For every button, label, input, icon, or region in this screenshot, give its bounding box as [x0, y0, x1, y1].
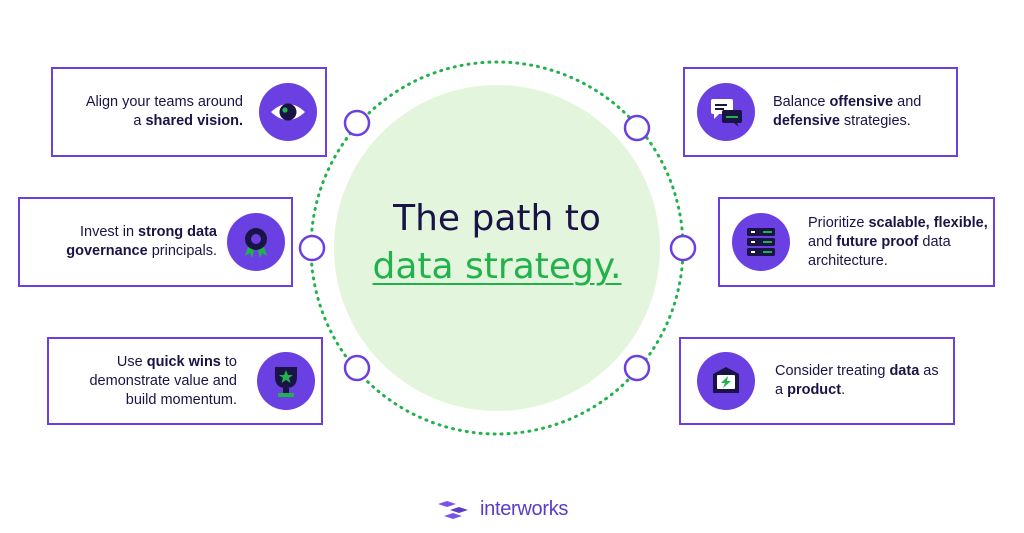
- card-data-as-product: Consider treating data as a product.: [679, 337, 955, 425]
- title-line-2: data strategy.: [372, 246, 622, 287]
- card-text: Consider treating data as a product.: [775, 363, 939, 398]
- card-quick-wins: Use quick wins to demonstrate value and …: [47, 337, 323, 425]
- interworks-logo: interworks: [438, 498, 568, 521]
- trophy-icon: [257, 352, 315, 410]
- diagram-title: The path to data strategy.: [332, 196, 662, 292]
- card-text: Prioritize scalable, flexible, and futur…: [808, 214, 988, 269]
- node-top-right: [623, 114, 651, 142]
- award-ribbon-icon: [227, 213, 285, 271]
- card-text: Align your teams around a shared vision.: [85, 94, 243, 129]
- node-mid-left: [298, 234, 326, 262]
- node-bottom-left: [343, 354, 371, 382]
- node-top-left: [343, 109, 371, 137]
- server-stack-icon: [732, 213, 790, 271]
- eye-icon: [259, 83, 317, 141]
- node-mid-right: [669, 234, 697, 262]
- interworks-logo-mark: [438, 500, 468, 519]
- chat-bubbles-icon: [697, 83, 755, 141]
- title-line-1: The path to: [393, 198, 601, 239]
- lightning-box-icon: [697, 352, 755, 410]
- card-balance-strategies: Balance offensive and defensive strategi…: [683, 67, 958, 157]
- node-bottom-right: [623, 354, 651, 382]
- card-text: Balance offensive and defensive strategi…: [773, 94, 922, 129]
- card-scalable-architecture: Prioritize scalable, flexible, and futur…: [718, 197, 995, 287]
- card-shared-vision: Align your teams around a shared vision.: [51, 67, 327, 157]
- card-text: Invest in strong data governance princip…: [66, 224, 217, 259]
- card-text: Use quick wins to demonstrate value and …: [89, 353, 237, 408]
- card-data-governance: Invest in strong data governance princip…: [18, 197, 293, 287]
- logo-wordmark: interworks: [480, 498, 569, 520]
